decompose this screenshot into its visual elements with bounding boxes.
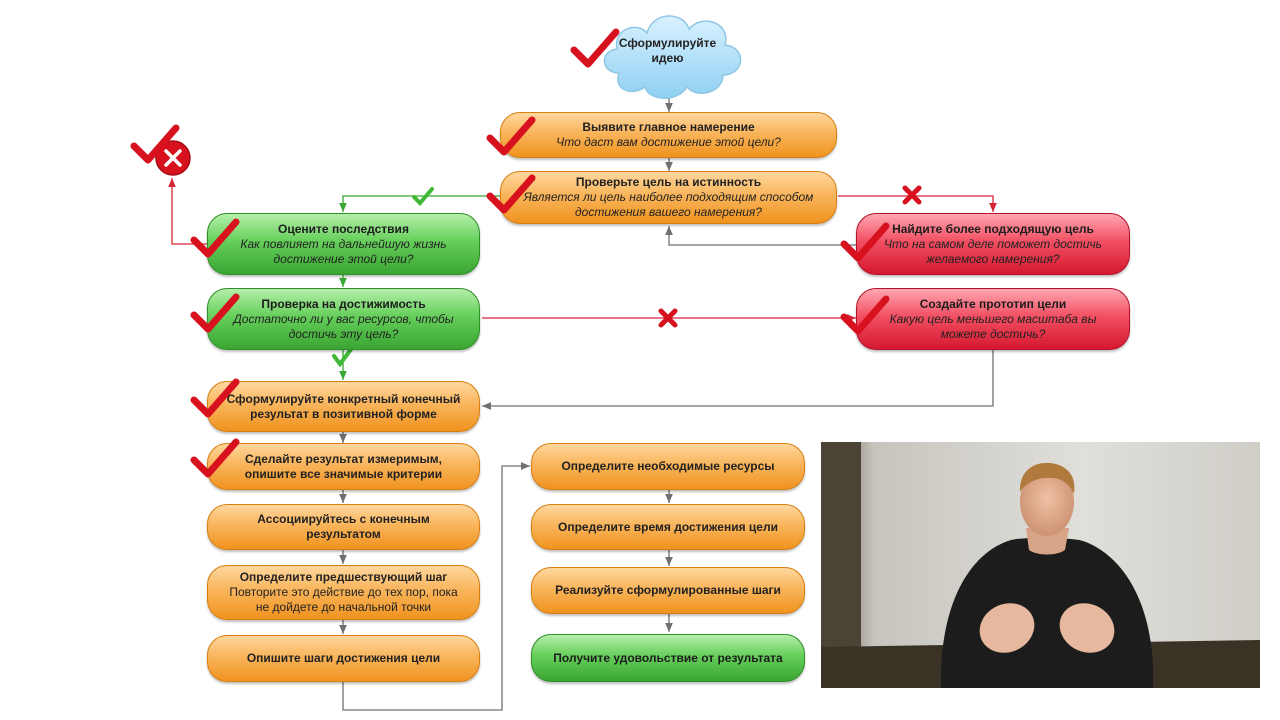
line-check-mark <box>412 187 434 206</box>
node-subtitle: Как повлияет на дальнейшую жизнь достиже… <box>240 236 447 266</box>
cloud-label: Сформулируйте идею <box>618 36 717 65</box>
node-previous-step: Определите предшествующий шаг Повторите … <box>207 565 480 620</box>
node-title: Определите время достижения цели <box>558 519 778 534</box>
node-title: Оцените последствия <box>278 221 409 236</box>
red-check-icon <box>190 293 240 333</box>
node-subtitle: Достаточно ли у вас ресурсов, чтобы дост… <box>233 311 454 341</box>
node-title: Создайте прототип цели <box>919 296 1067 311</box>
node-satisfaction: Получите удовольствие от результата <box>531 634 805 682</box>
node-title: Найдите более подходящую цель <box>892 221 1094 236</box>
node-resources: Определите необходимые ресурсы <box>531 443 805 490</box>
node-consequences: Оцените последствия Как повлияет на даль… <box>207 213 480 275</box>
red-check-icon <box>190 218 240 258</box>
arrow-truth-consequences <box>339 195 500 212</box>
node-result: Сформулируйте конкретный конечный резуль… <box>207 381 480 432</box>
arrow-describe-resources <box>342 462 530 711</box>
line-check-mark <box>332 346 354 368</box>
node-achievability: Проверка на достижимость Достаточно ли у… <box>207 288 480 350</box>
node-subtitle: Что даст вам достижение этой цели? <box>556 135 781 149</box>
node-intent: Выявите главное намерение Что даст вам д… <box>500 112 837 158</box>
node-subtitle: Что на самом деле поможет достичь желаем… <box>884 236 1102 266</box>
arrow-prototype-result <box>482 350 994 410</box>
node-measurable: Сделайте результат измеримым, опишите вс… <box>207 443 480 490</box>
idea-cloud <box>603 15 742 99</box>
red-check-icon <box>840 222 890 262</box>
reject-circle-icon <box>155 140 191 176</box>
node-title: Определите необходимые ресурсы <box>561 459 775 473</box>
red-check-icon <box>190 438 240 478</box>
node-subtitle: Является ли цель наиболее подходящим спо… <box>523 190 814 219</box>
red-check-icon <box>190 378 240 418</box>
node-title: Проверьте цель на истинность <box>575 175 762 189</box>
red-check-icon <box>130 124 180 164</box>
node-title: Сформулируйте конкретный конечный резуль… <box>226 391 461 421</box>
red-check-icon <box>570 28 620 68</box>
node-prototype: Создайте прототип цели Какую цель меньше… <box>856 288 1130 350</box>
node-title: Опишите шаги достижения цели <box>246 651 441 665</box>
node-title: Сделайте результат измеримым, опишите вс… <box>244 451 443 481</box>
node-title: Получите удовольствие от результата <box>553 650 783 665</box>
red-check-icon <box>486 174 536 214</box>
node-describe-steps: Опишите шаги достижения цели <box>207 635 480 682</box>
line-cross-mark <box>658 308 678 328</box>
node-implement: Реализуйте сформулированные шаги <box>531 567 805 614</box>
arrow-truth-better <box>838 195 997 212</box>
node-time: Определите время достижения цели <box>531 504 805 550</box>
node-associate: Ассоциируйтесь с конечным результатом <box>207 504 480 550</box>
node-truth: Проверьте цель на истинность Является ли… <box>500 171 837 224</box>
node-title: Определите предшествующий шаг <box>239 570 448 584</box>
node-better-goal: Найдите более подходящую цель Что на сам… <box>856 213 1130 275</box>
node-title: Ассоциируйтесь с конечным результатом <box>257 512 430 541</box>
node-title: Проверка на достижимость <box>261 296 426 311</box>
node-title: Выявите главное намерение <box>582 120 755 134</box>
presenter-video <box>821 442 1260 688</box>
node-description: Повторите это действие до тех пор, пока … <box>229 585 458 614</box>
node-title: Реализуйте сформулированные шаги <box>555 583 781 597</box>
line-cross-mark <box>902 185 922 205</box>
red-check-icon <box>486 116 536 156</box>
red-check-icon <box>840 295 890 335</box>
node-subtitle: Какую цель меньшего масштаба вы можете д… <box>889 311 1097 341</box>
arrow-better-truth <box>665 226 858 246</box>
